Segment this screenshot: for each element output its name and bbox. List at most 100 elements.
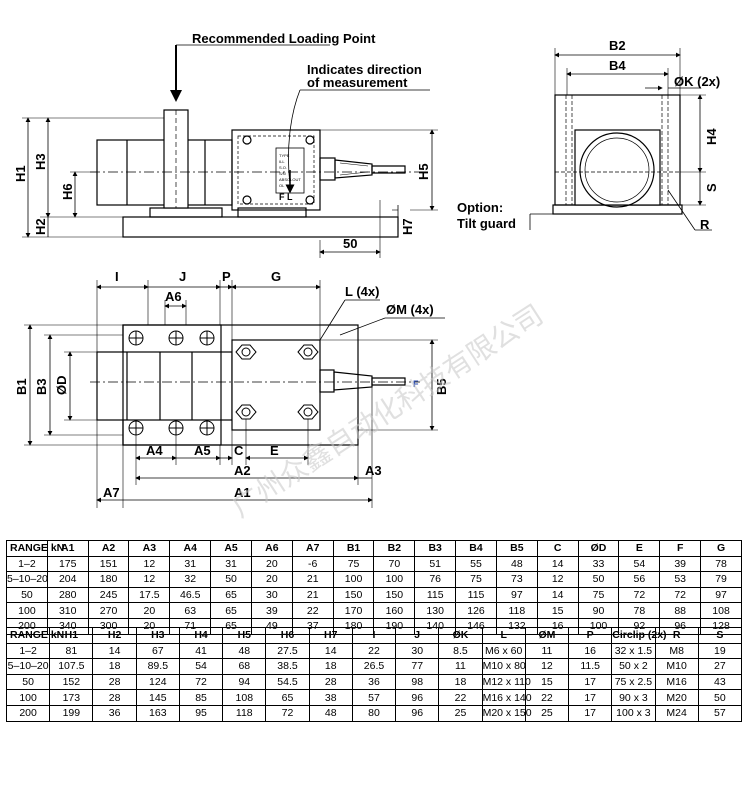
table-cell: 56 bbox=[618, 571, 661, 588]
table-cell: 78 bbox=[618, 602, 661, 619]
column-header: B4 bbox=[455, 540, 497, 557]
table-cell: 11.5 bbox=[568, 658, 613, 675]
table-cell: 43 bbox=[697, 673, 743, 691]
table-cell: 65 bbox=[210, 586, 252, 604]
dim-s: S bbox=[704, 183, 719, 192]
table-cell: 28 bbox=[308, 673, 353, 691]
column-header: ØD bbox=[577, 540, 620, 557]
table-cell: 14 bbox=[308, 642, 353, 660]
table-cell: 31 bbox=[169, 555, 212, 573]
dim-r: R bbox=[700, 217, 710, 232]
table-cell: 11 bbox=[438, 658, 483, 675]
column-header: G bbox=[700, 540, 742, 557]
svg-text:S/N: S/N bbox=[279, 171, 286, 176]
table-cell: 130 bbox=[414, 602, 457, 619]
top-view bbox=[24, 280, 445, 508]
table-cell: 175 bbox=[46, 555, 89, 573]
table-cell: 50 bbox=[577, 571, 620, 588]
table-cell: 54.5 bbox=[265, 673, 310, 691]
table-cell: M10 x 80 bbox=[481, 658, 526, 675]
table-cell: 72 bbox=[178, 673, 224, 691]
table-cell: 81 bbox=[49, 642, 94, 660]
table-cell: 27 bbox=[697, 658, 743, 675]
top-housing bbox=[231, 339, 321, 431]
table-cell: 50 bbox=[5, 673, 51, 691]
table-cell: 1–2 bbox=[5, 642, 51, 660]
column-header: B1 bbox=[332, 540, 375, 557]
table-cell: 97 bbox=[700, 586, 742, 604]
table-cell: 72 bbox=[659, 586, 702, 604]
table-cell: 17 bbox=[568, 704, 613, 722]
table-cell: 50 bbox=[697, 689, 743, 706]
table-cell: M16 bbox=[654, 673, 699, 691]
dim-a1: A1 bbox=[234, 485, 251, 500]
table-cell: 20 bbox=[128, 602, 171, 619]
table-cell: 50 bbox=[210, 571, 252, 588]
table-cell: 75 bbox=[577, 586, 620, 604]
cable-gland bbox=[319, 157, 336, 181]
pin-circle bbox=[579, 132, 655, 208]
table-cell: 54 bbox=[178, 658, 224, 675]
table-cell: 67 bbox=[135, 642, 180, 660]
column-header: RANGE kN bbox=[6, 540, 64, 557]
table-cell: 8.5 bbox=[438, 642, 483, 660]
table-cell: 96 bbox=[395, 689, 440, 706]
dim-b3: B3 bbox=[34, 378, 49, 395]
table-cell: 48 bbox=[495, 555, 538, 573]
table-cell: 36 bbox=[351, 673, 397, 691]
table-cell: 160 bbox=[373, 602, 416, 619]
column-header: ØK bbox=[438, 627, 483, 644]
table-cell: 31 bbox=[210, 555, 252, 573]
table-cell: 118 bbox=[495, 602, 538, 619]
left-foot bbox=[149, 207, 223, 218]
table-cell: 204 bbox=[46, 571, 89, 588]
table-cell: 245 bbox=[87, 586, 130, 604]
table-cell: 26.5 bbox=[351, 658, 397, 675]
dim-h6: H6 bbox=[60, 183, 75, 200]
table-cell: 151 bbox=[87, 555, 130, 573]
table-cell: 68 bbox=[222, 658, 267, 675]
tilt-guard-label: Tilt guard bbox=[457, 216, 516, 231]
dim-j: J bbox=[179, 269, 186, 284]
table-cell: 152 bbox=[49, 673, 94, 691]
table-cell: 53 bbox=[659, 571, 702, 588]
dim-a2: A2 bbox=[234, 463, 251, 478]
table-cell: 38 bbox=[308, 689, 353, 706]
dim-l: L (4x) bbox=[345, 284, 379, 299]
table-cell: 89.5 bbox=[135, 658, 180, 675]
table-cell: 85 bbox=[178, 689, 224, 706]
dim-d: ØD bbox=[54, 376, 69, 396]
table-cell: M16 x 140 bbox=[481, 689, 532, 706]
dim-h2: H2 bbox=[33, 218, 48, 235]
table-cell: 25 bbox=[438, 704, 483, 722]
table-cell: 118 bbox=[222, 704, 267, 722]
dim-i: I bbox=[115, 269, 119, 284]
table-cell: 90 x 3 bbox=[611, 689, 656, 706]
table-cell: 12 bbox=[536, 571, 579, 588]
direction-label-line2: of measurement bbox=[307, 75, 408, 90]
table-cell: 14 bbox=[536, 555, 579, 573]
table-cell: 27.5 bbox=[265, 642, 310, 660]
base-plate bbox=[122, 216, 399, 238]
svg-text:ABSOLOUT: ABSOLOUT bbox=[279, 177, 301, 182]
column-header: B2 bbox=[373, 540, 416, 557]
table-cell: 30 bbox=[250, 586, 293, 604]
table-cell: 100 bbox=[373, 571, 416, 588]
table-cell: 90 bbox=[577, 602, 620, 619]
dim-c: C bbox=[234, 443, 244, 458]
table-cell: 17 bbox=[568, 673, 613, 691]
table-cell: 170 bbox=[332, 602, 375, 619]
column-header: H5 bbox=[222, 627, 267, 644]
table-cell: 73 bbox=[495, 571, 538, 588]
cable-boot bbox=[334, 159, 373, 179]
table-cell: 100 bbox=[332, 571, 375, 588]
table-cell: 14 bbox=[92, 642, 137, 660]
table-cell: 15 bbox=[536, 602, 579, 619]
